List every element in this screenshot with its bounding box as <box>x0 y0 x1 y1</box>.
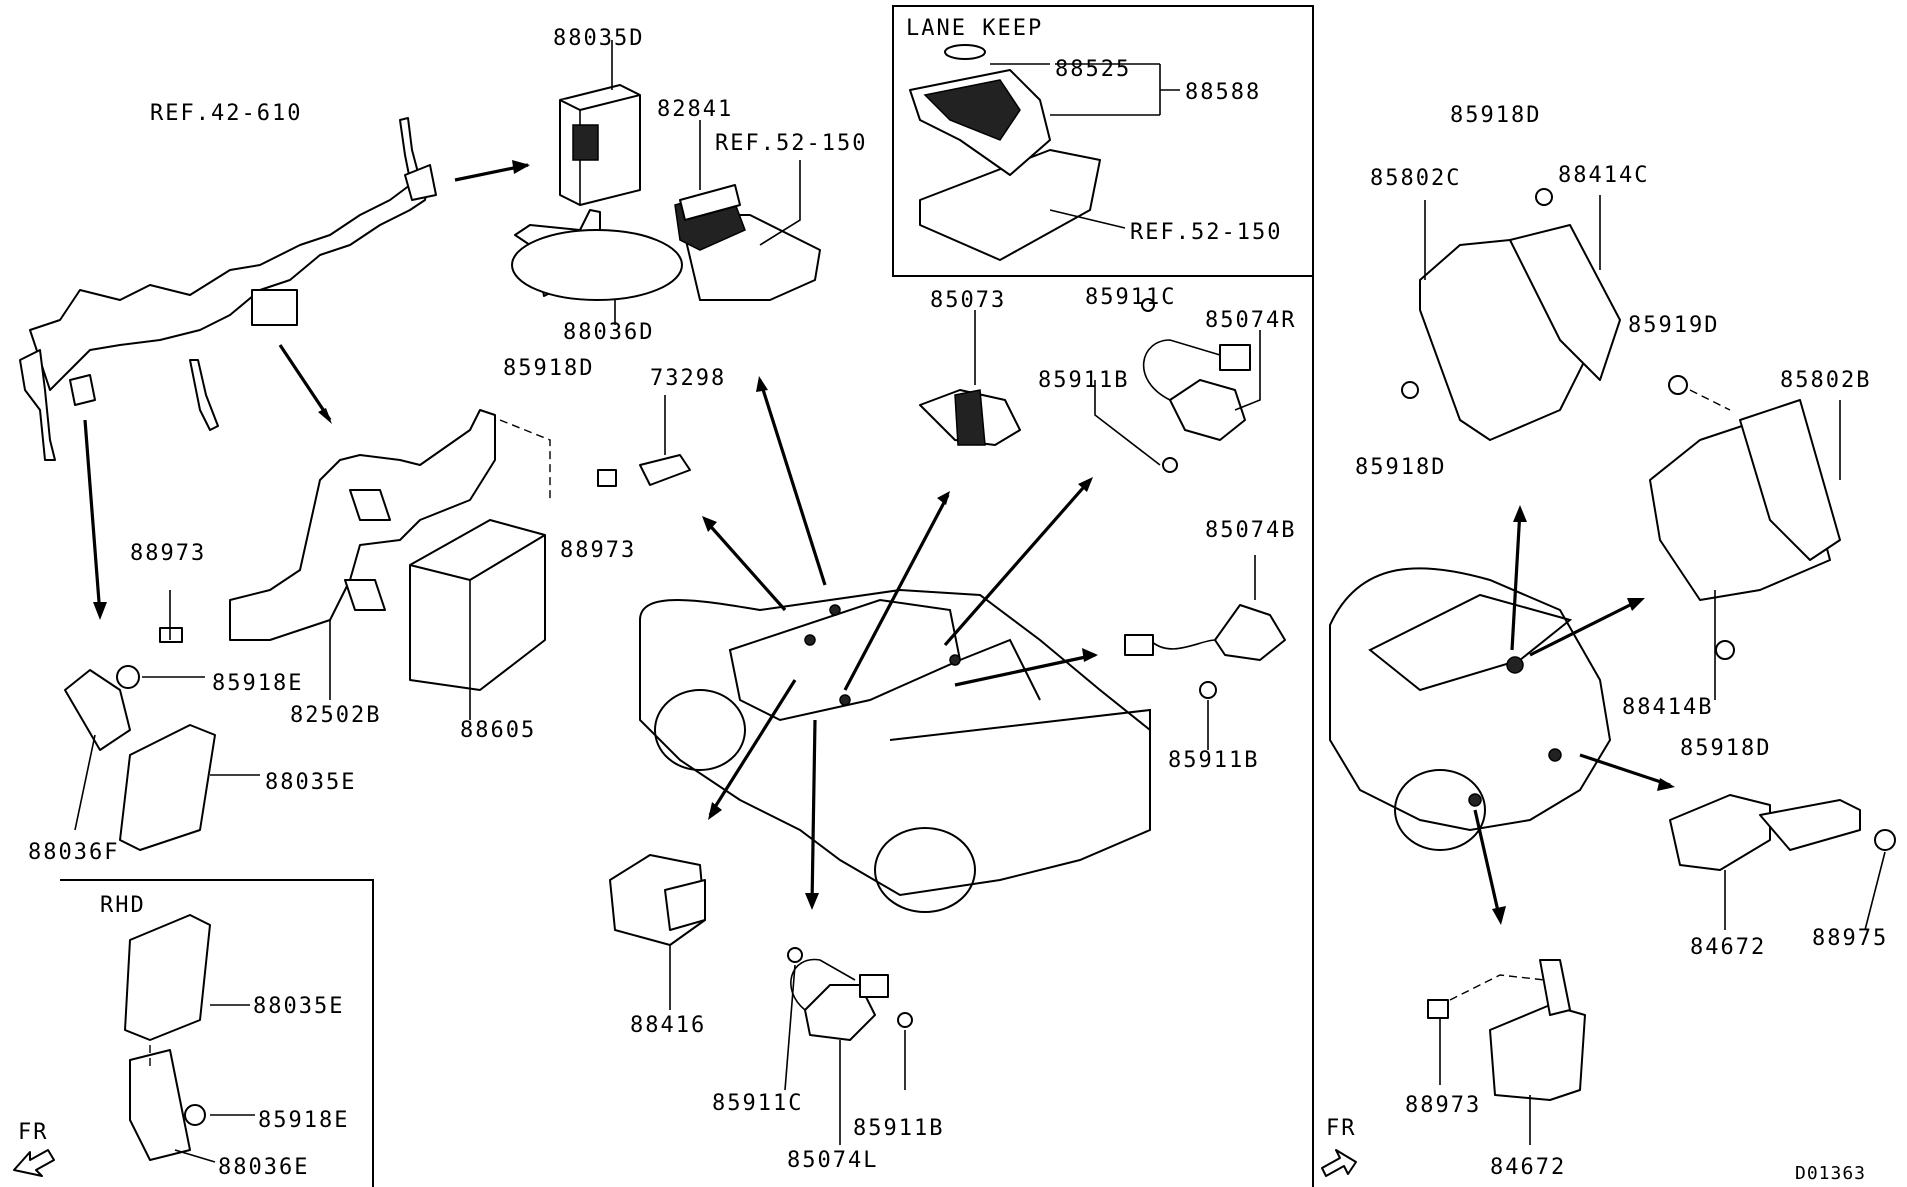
callout-85918d-left: 85918D <box>503 356 595 381</box>
bolts-88973 <box>159 469 617 643</box>
callout-ref-52-150: REF.52-150 <box>715 131 868 156</box>
part-84672-a <box>1669 794 1896 931</box>
callout-85918d-right: 85918D <box>1355 455 1447 480</box>
callout-88975: 88975 <box>1812 926 1889 951</box>
callout-88036d: 88036D <box>563 320 655 345</box>
callout-88525: 88525 <box>1055 57 1132 82</box>
callout-82502b: 82502B <box>290 703 382 728</box>
callout-88605: 88605 <box>460 718 537 743</box>
part-85073 <box>919 310 1021 446</box>
callout-88035d: 88035D <box>553 26 645 51</box>
callout-85919d: 85919D <box>1628 313 1720 338</box>
callout-85918e: 85918E <box>212 671 304 696</box>
callout-85911b-bottom: 85911B <box>853 1116 945 1141</box>
fr-label-right: FR <box>1326 1116 1357 1141</box>
callout-85911c-top: 85911C <box>1085 285 1177 310</box>
arrowheads <box>93 160 1675 925</box>
callout-88035e-rhd: 88035E <box>253 994 345 1019</box>
fr-arrow-icons <box>13 1149 1357 1177</box>
callout-ref-42-610: REF.42-610 <box>150 101 303 126</box>
diagram-code: D01363 <box>1795 1163 1867 1184</box>
callout-88414b: 88414B <box>1622 695 1714 720</box>
callout-ref-52-150-lane: REF.52-150 <box>1130 220 1283 245</box>
callout-88973-right: 88973 <box>1405 1093 1482 1118</box>
callout-85074r: 85074R <box>1205 308 1297 333</box>
part-lane-keep-camera <box>909 44 1180 261</box>
part-73298 <box>639 395 691 486</box>
lane-keep-title: LANE KEEP <box>906 16 1044 41</box>
part-82502b <box>229 409 551 700</box>
callout-85918d-lower: 85918D <box>1680 736 1772 761</box>
rhd-frame <box>60 879 374 1187</box>
callout-88588: 88588 <box>1185 80 1262 105</box>
callout-85918e-rhd: 85918E <box>258 1108 350 1133</box>
callout-88416: 88416 <box>630 1013 707 1038</box>
callout-88036e-rhd: 88036E <box>218 1155 310 1180</box>
callout-85074l: 85074L <box>787 1148 879 1173</box>
part-82841 <box>511 120 821 301</box>
part-88605 <box>409 519 546 720</box>
callout-85074b: 85074B <box>1205 518 1297 543</box>
part-88035e-88036f <box>64 669 260 851</box>
callout-85911b-right: 85911B <box>1168 748 1260 773</box>
part-85802b-88414b <box>1649 375 1841 700</box>
part-84672-b <box>1427 959 1586 1145</box>
panel-frames <box>60 5 1314 1187</box>
part-85802c-88414c <box>1401 188 1621 441</box>
part-88035d <box>559 40 641 206</box>
part-85074r <box>1094 298 1261 473</box>
part-85074b <box>1124 555 1286 750</box>
callout-88973-mid: 88973 <box>560 538 637 563</box>
callout-73298: 73298 <box>650 366 727 391</box>
part-88416 <box>609 854 706 1010</box>
callout-88035e: 88035E <box>265 770 357 795</box>
callout-88036f: 88036F <box>28 840 120 865</box>
callout-82841: 82841 <box>657 97 734 122</box>
callout-85918d-top: 85918D <box>1450 103 1542 128</box>
rhd-title: RHD <box>100 893 146 918</box>
callout-88973-left: 88973 <box>130 541 207 566</box>
callout-85911c-bottom: 85911C <box>712 1091 804 1116</box>
part-85074l <box>784 947 913 1145</box>
callout-84672-lower: 84672 <box>1490 1155 1567 1180</box>
callout-85911b-top: 85911B <box>1038 368 1130 393</box>
part-rhd <box>124 914 255 1163</box>
instrument-panel-member <box>19 117 437 461</box>
callout-85073: 85073 <box>930 288 1007 313</box>
vehicle-body-right <box>1329 567 1612 851</box>
fr-label-left: FR <box>18 1120 49 1145</box>
part-85918e <box>116 665 205 689</box>
callout-84672-upper: 84672 <box>1690 935 1767 960</box>
callout-85802c: 85802C <box>1370 166 1462 191</box>
callout-88414c: 88414C <box>1558 163 1650 188</box>
leader-arrows <box>83 163 1671 921</box>
callout-85802b: 85802B <box>1780 368 1872 393</box>
